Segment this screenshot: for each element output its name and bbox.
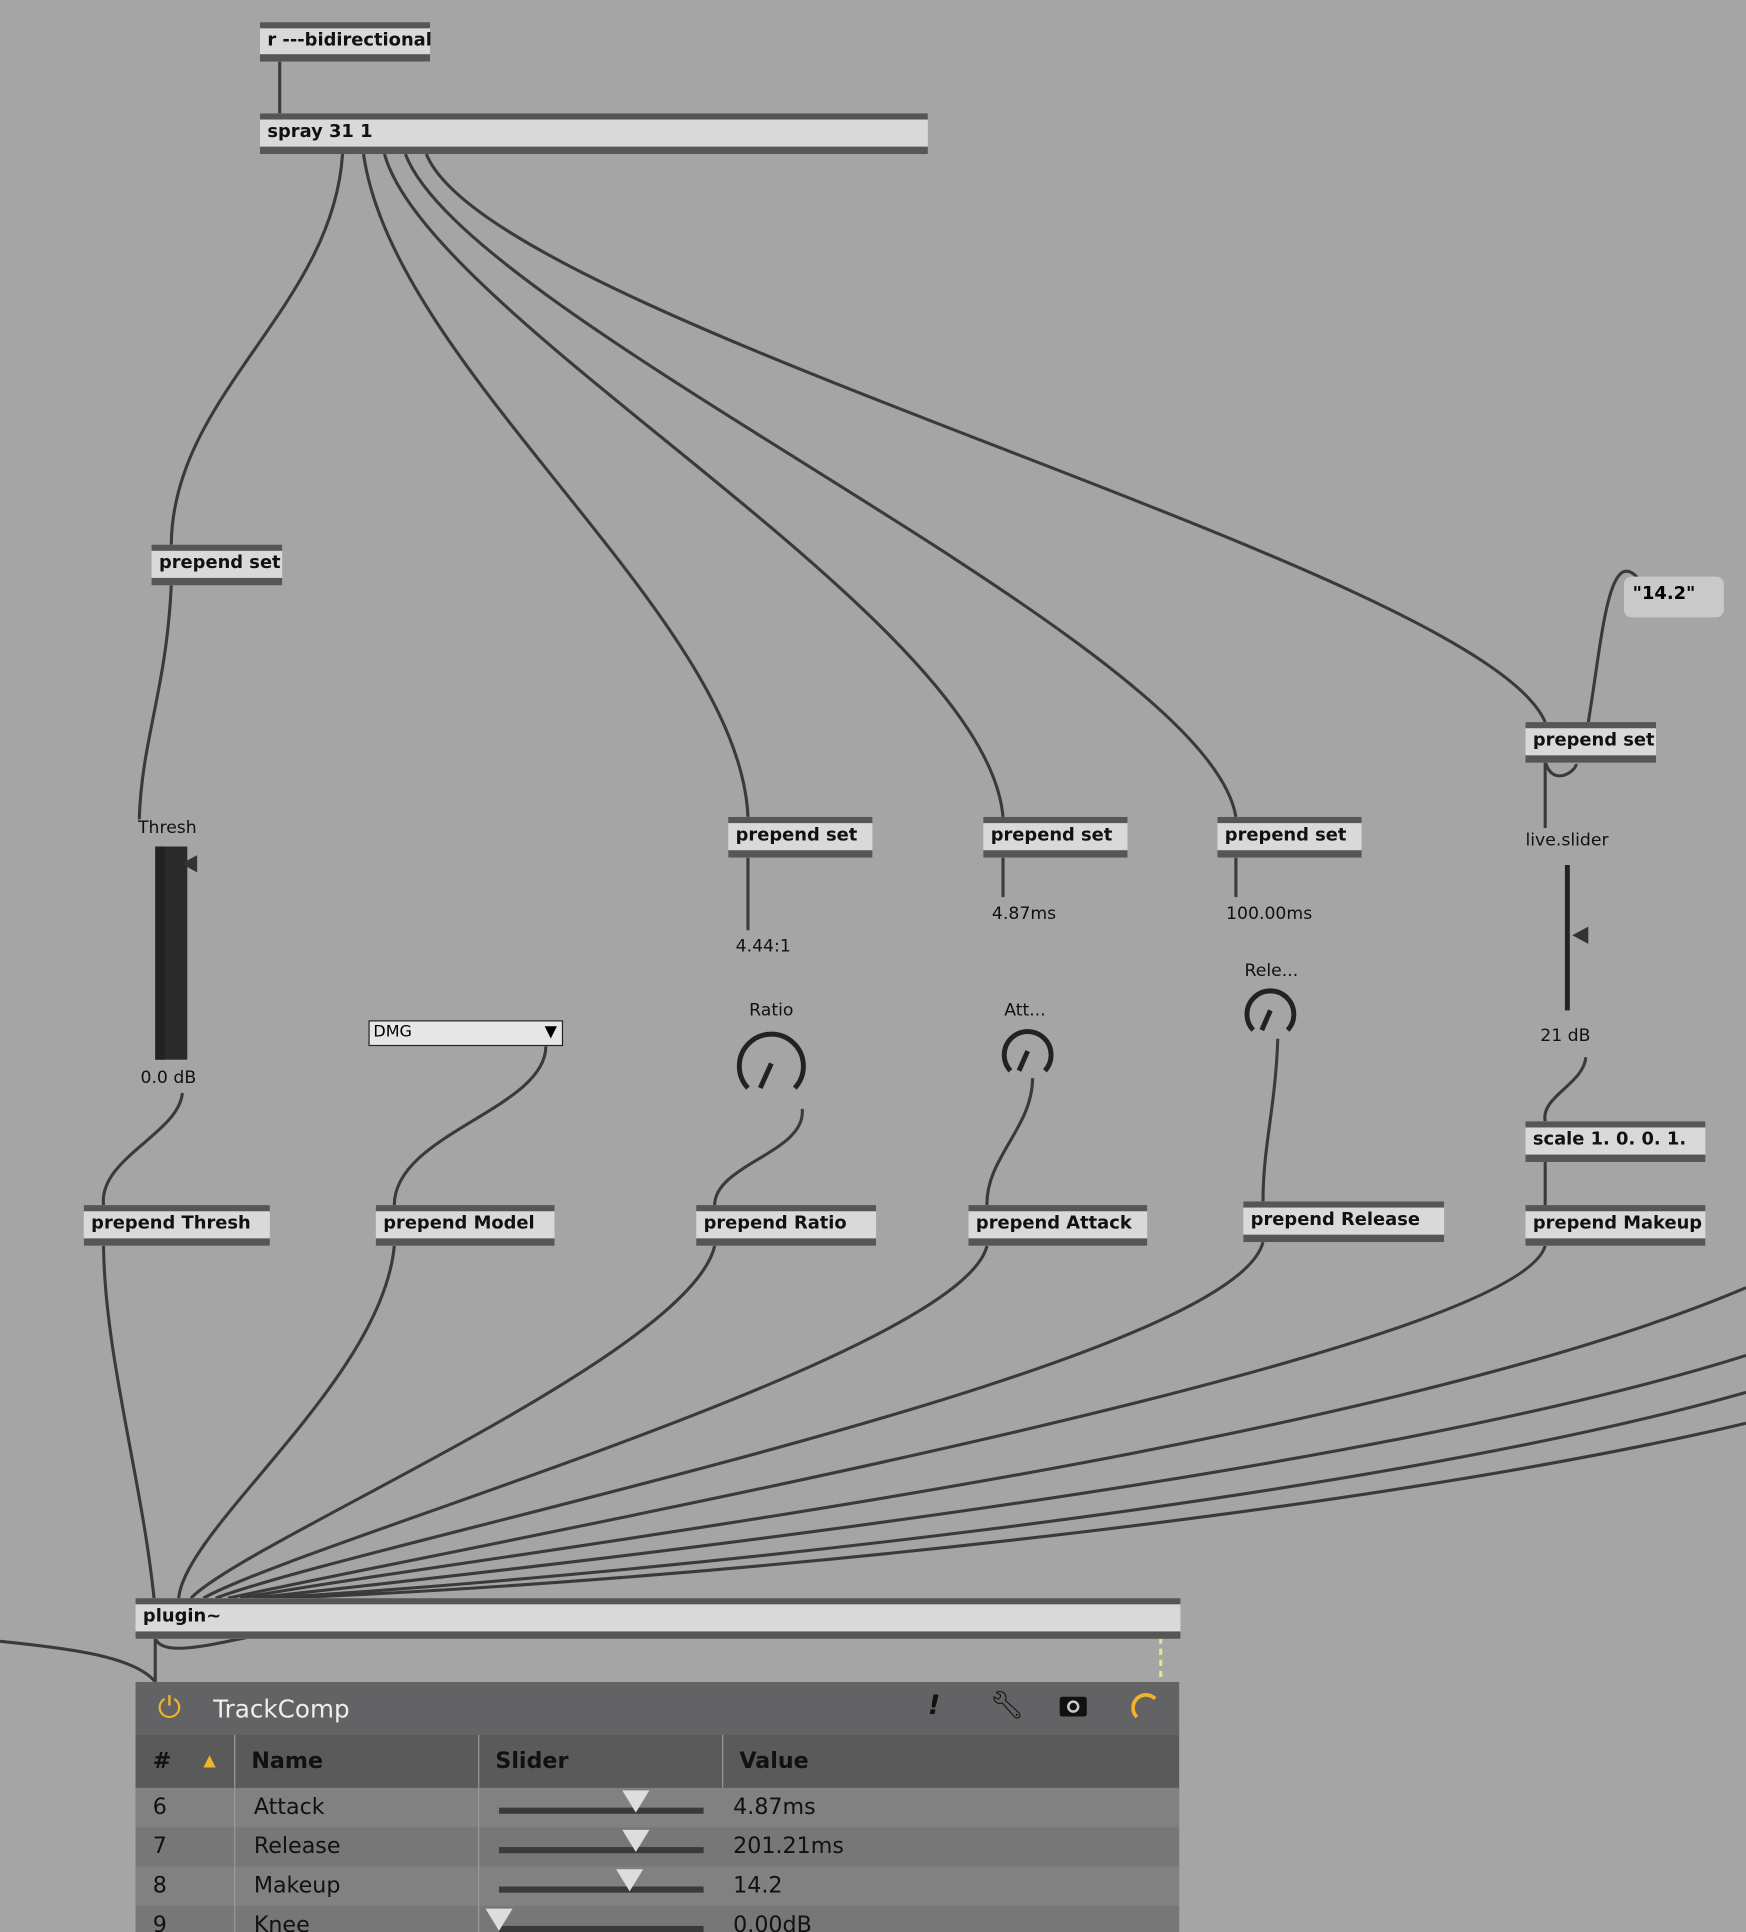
- release-dial-label: Rele...: [1244, 961, 1299, 981]
- snapshot-icon[interactable]: [1131, 1693, 1161, 1723]
- col-number[interactable]: #: [152, 1748, 172, 1775]
- thresh-label: Thresh: [138, 818, 197, 838]
- scale-object[interactable]: scale 1. 0. 0. 1.: [1525, 1121, 1706, 1162]
- col-name[interactable]: Name: [251, 1748, 324, 1775]
- param-number: 6: [152, 1794, 167, 1820]
- table-header: # ▲ Name Slider Value: [135, 1734, 1180, 1788]
- param-name: Attack: [253, 1794, 325, 1820]
- param-value[interactable]: 14.2: [733, 1872, 783, 1899]
- thresh-slider-handle-icon[interactable]: [181, 855, 198, 873]
- param-slider[interactable]: [499, 1807, 704, 1814]
- prepend-set-attack[interactable]: prepend set: [983, 816, 1128, 858]
- param-slider-thumb-icon[interactable]: [622, 1790, 650, 1813]
- param-slider-thumb-icon[interactable]: [485, 1908, 513, 1931]
- sort-ascending-icon[interactable]: ▲: [203, 1752, 216, 1771]
- prepend-makeup-object[interactable]: prepend Makeup: [1525, 1205, 1706, 1246]
- dropdown-arrow-icon: ▼: [544, 1022, 557, 1042]
- param-slider-thumb-icon[interactable]: [622, 1829, 650, 1852]
- thresh-meter-slider[interactable]: [155, 846, 188, 1060]
- param-name: Release: [253, 1833, 341, 1860]
- model-dropdown[interactable]: DMG ▼: [368, 1020, 564, 1047]
- prepend-attack-object[interactable]: prepend Attack: [968, 1205, 1148, 1246]
- live-slider-handle-icon[interactable]: [1572, 926, 1589, 944]
- ratio-dial-label: Ratio: [749, 1000, 794, 1021]
- release-display: 100.00ms: [1226, 904, 1313, 925]
- prepend-model-object[interactable]: prepend Model: [375, 1205, 555, 1246]
- ratio-display: 4.44:1: [735, 936, 791, 957]
- attack-dial[interactable]: [999, 1024, 1056, 1081]
- attack-display: 4.87ms: [991, 904, 1057, 925]
- param-value[interactable]: 4.87ms: [733, 1794, 816, 1820]
- plugin-header: ⏻ TrackComp ! 🔧︎: [135, 1681, 1180, 1735]
- parameter-row[interactable]: 8 Makeup 14.2: [135, 1866, 1180, 1907]
- param-number: 8: [152, 1872, 167, 1899]
- param-name: Makeup: [253, 1872, 341, 1899]
- message-box[interactable]: "14.2": [1624, 576, 1724, 618]
- prepend-set-ratio[interactable]: prepend set: [728, 816, 873, 858]
- param-slider[interactable]: [499, 1886, 704, 1893]
- camera-icon[interactable]: [1059, 1696, 1087, 1717]
- live-slider-value: 21 dB: [1540, 1026, 1591, 1047]
- plugin-title: TrackComp: [213, 1694, 350, 1724]
- param-slider[interactable]: [499, 1925, 704, 1932]
- col-value[interactable]: Value: [739, 1748, 809, 1775]
- wrench-icon[interactable]: 🔧︎: [989, 1690, 1024, 1722]
- prepend-thresh-object[interactable]: prepend Thresh: [83, 1205, 270, 1246]
- model-selected: DMG: [373, 1022, 412, 1042]
- prepend-set-makeup[interactable]: prepend set: [1525, 722, 1657, 763]
- parameter-row[interactable]: 6 Attack 4.87ms: [135, 1787, 1180, 1828]
- param-number: 7: [152, 1833, 167, 1860]
- release-dial[interactable]: [1242, 983, 1299, 1040]
- thresh-value: 0.0 dB: [140, 1068, 197, 1089]
- param-slider[interactable]: [499, 1847, 704, 1854]
- prepend-set-release[interactable]: prepend set: [1217, 816, 1362, 858]
- param-name: Knee: [253, 1912, 310, 1932]
- prepend-ratio-object[interactable]: prepend Ratio: [696, 1205, 877, 1246]
- parameter-row[interactable]: 7 Release 201.21ms: [135, 1827, 1180, 1867]
- plugin-object[interactable]: plugin~: [135, 1598, 1181, 1639]
- col-slider[interactable]: Slider: [495, 1748, 569, 1775]
- plugin-parameter-panel: ⏻ TrackComp ! 🔧︎ # ▲ Name Slider Value 6…: [135, 1681, 1180, 1932]
- power-icon[interactable]: ⏻: [157, 1690, 182, 1726]
- param-value[interactable]: 201.21ms: [733, 1833, 844, 1860]
- exclamation-icon[interactable]: !: [927, 1690, 941, 1722]
- live-slider[interactable]: [1564, 865, 1570, 1011]
- spray-object[interactable]: spray 31 1: [259, 113, 928, 155]
- param-value[interactable]: 0.00dB: [733, 1912, 812, 1932]
- prepend-release-object[interactable]: prepend Release: [1243, 1201, 1445, 1243]
- receive-object[interactable]: r ---bidirectional: [259, 22, 432, 62]
- param-number: 9: [152, 1912, 167, 1932]
- attack-dial-label: Att...: [1004, 1000, 1046, 1021]
- prepend-set-thresh[interactable]: prepend set: [151, 544, 283, 586]
- param-slider-thumb-icon[interactable]: [616, 1869, 644, 1892]
- live-slider-label: live.slider: [1525, 830, 1609, 851]
- parameter-row[interactable]: 9 Knee 0.00dB: [135, 1906, 1180, 1932]
- ratio-dial[interactable]: [733, 1026, 809, 1100]
